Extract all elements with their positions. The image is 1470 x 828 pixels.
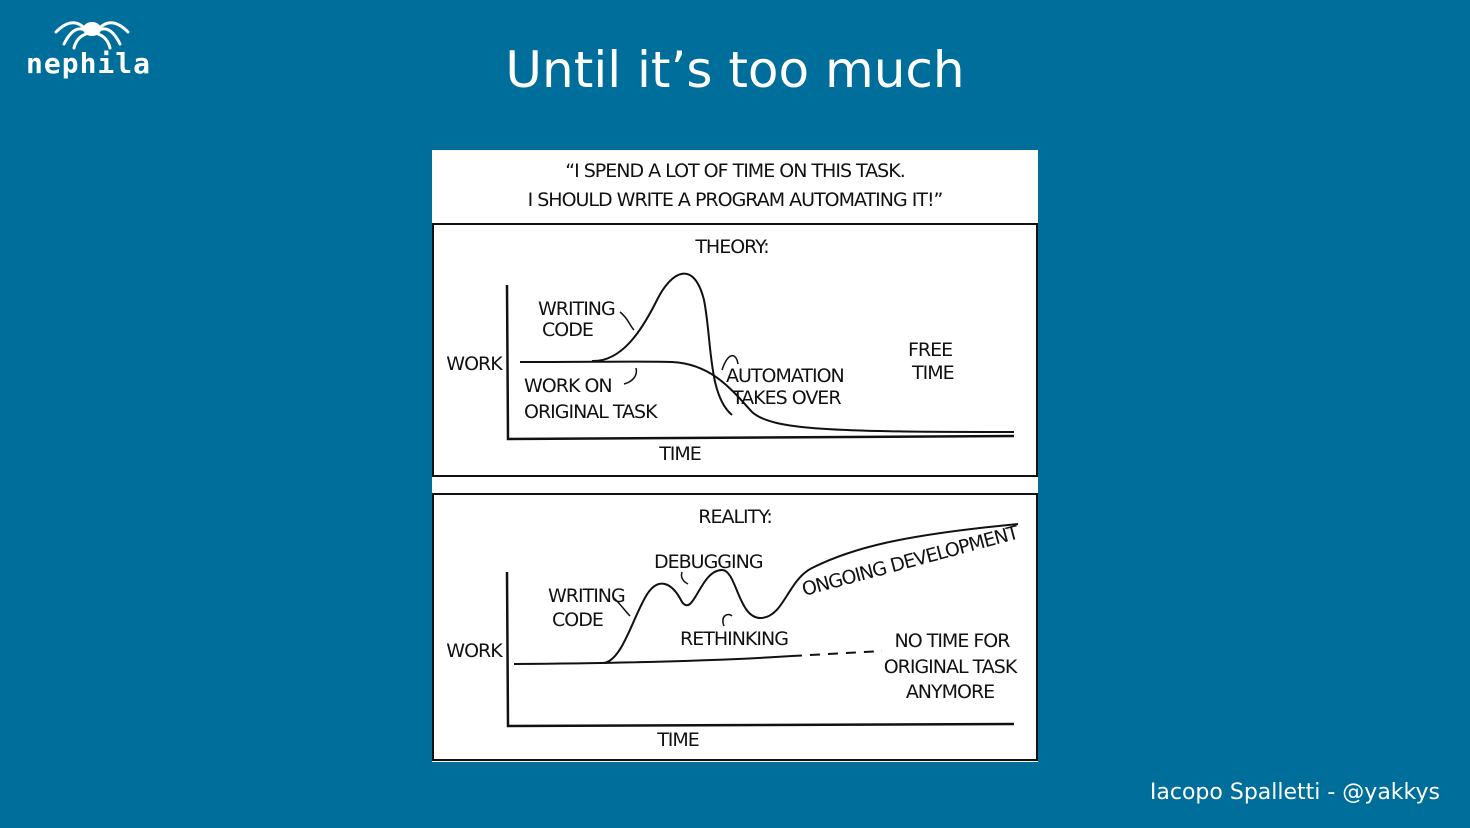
reality-work-dashed xyxy=(791,650,883,657)
theory-label-automation: AUTOMATION xyxy=(726,365,844,387)
nephila-logo: nephila xyxy=(22,14,162,84)
theory-label-takes-over: TAKES OVER xyxy=(731,387,841,409)
reality-label-code: CODE xyxy=(552,609,603,631)
theory-work-curve xyxy=(519,360,1015,433)
reality-label-writing: WRITING xyxy=(548,585,625,607)
reality-label-rethinking: RETHINKING xyxy=(680,628,788,650)
caption-line-1: “I SPEND A LOT OF TIME ON THIS TASK. xyxy=(565,160,905,182)
slide-title: Until it’s too much xyxy=(505,41,965,99)
reality-label-anymore: ANYMORE xyxy=(906,681,994,703)
reality-label-original-task: ORIGINAL TASK xyxy=(884,656,1018,678)
logo-wordmark: nephila xyxy=(26,47,152,80)
caption-panel xyxy=(432,150,1038,222)
theory-code-curve xyxy=(591,272,733,416)
theory-label-time: TIME xyxy=(911,362,954,384)
theory-xlabel: TIME xyxy=(658,443,701,465)
caption-line-2: I SHOULD WRITE A PROGRAM AUTOMATING IT!” xyxy=(528,189,943,211)
theory-ylabel: WORK xyxy=(446,353,503,375)
theory-heading: THEORY: xyxy=(694,236,768,258)
xkcd-comic: “I SPEND A LOT OF TIME ON THIS TASK. I S… xyxy=(432,150,1038,762)
comic-svg: “I SPEND A LOT OF TIME ON THIS TASK. I S… xyxy=(432,150,1038,762)
theory-panel: THEORY: WORK TIME WRITING CODE WORK ON O… xyxy=(432,223,1038,477)
reality-label-debugging: DEBUGGING xyxy=(654,551,763,573)
theory-label-original-task: ORIGINAL TASK xyxy=(524,401,658,423)
theory-label-work-on: WORK ON xyxy=(524,375,612,397)
theory-label-free: FREE xyxy=(908,339,952,361)
reality-axes xyxy=(505,571,1015,728)
theory-axes xyxy=(505,284,1015,441)
reality-panel: REALITY: WORK TIME WRITING CODE DEBUGGIN… xyxy=(432,493,1038,761)
reality-work-line xyxy=(513,655,793,665)
reality-xlabel: TIME xyxy=(656,729,699,751)
theory-label-writing: WRITING xyxy=(538,298,615,320)
footer-author: Iacopo Spalletti - @yakkys xyxy=(1149,780,1440,805)
reality-ylabel: WORK xyxy=(446,640,503,662)
reality-label-no-time: NO TIME FOR xyxy=(895,630,1011,652)
theory-label-code: CODE xyxy=(542,319,593,341)
reality-heading: REALITY: xyxy=(698,506,771,528)
reality-dev-curve xyxy=(603,523,1019,664)
spider-icon xyxy=(54,21,130,50)
